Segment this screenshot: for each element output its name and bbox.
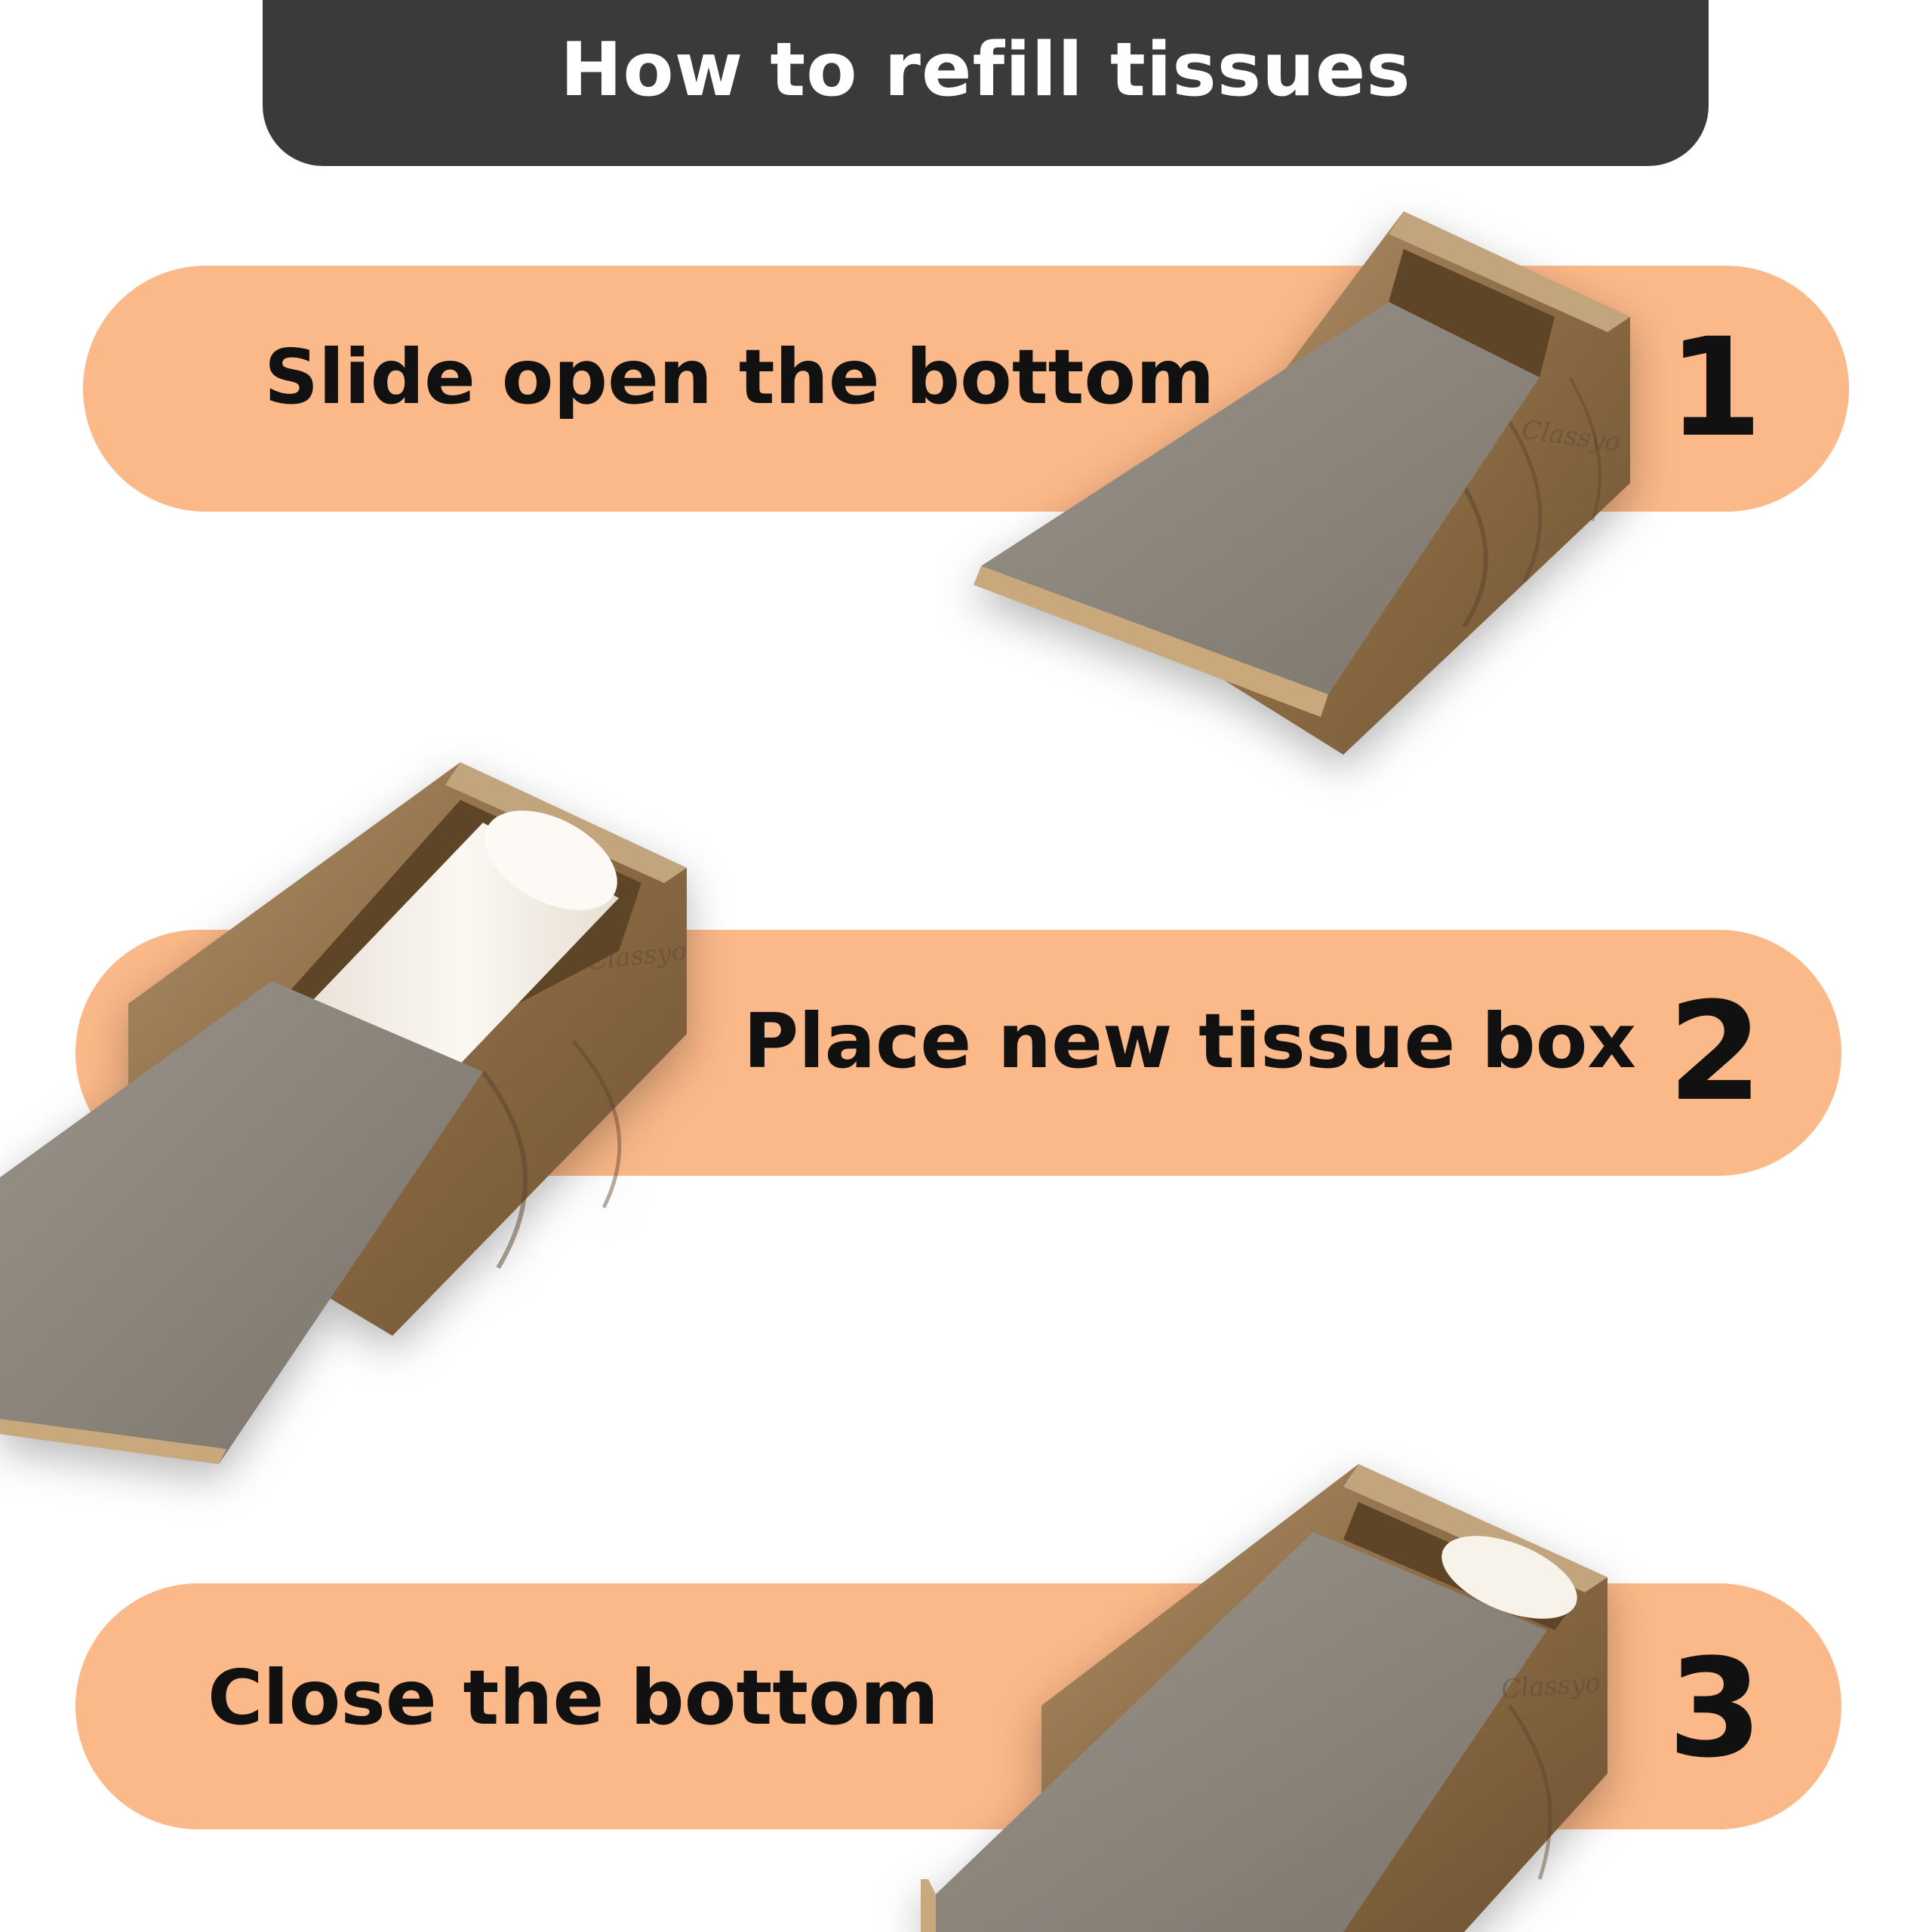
step-1-box-illustration: Classyo (974, 211, 1630, 755)
step-3-number: 3 (1668, 1630, 1763, 1788)
page-title: How to refill tissues (560, 27, 1411, 113)
step-2-box-illustration: Classyo (0, 762, 688, 1464)
step-1-number: 1 (1668, 309, 1763, 467)
step-3-box-illustration: Classyo (921, 1464, 1607, 1932)
step-3-label: Close the bottom (208, 1654, 939, 1742)
brand-watermark-3: Classyo (1500, 1668, 1601, 1705)
page-header: How to refill tissues (263, 0, 1709, 166)
step-2-number: 2 (1668, 974, 1763, 1131)
step-2-label: Place new tissue box (743, 997, 1636, 1085)
step-1-label: Slide open the bottom (264, 333, 1215, 421)
